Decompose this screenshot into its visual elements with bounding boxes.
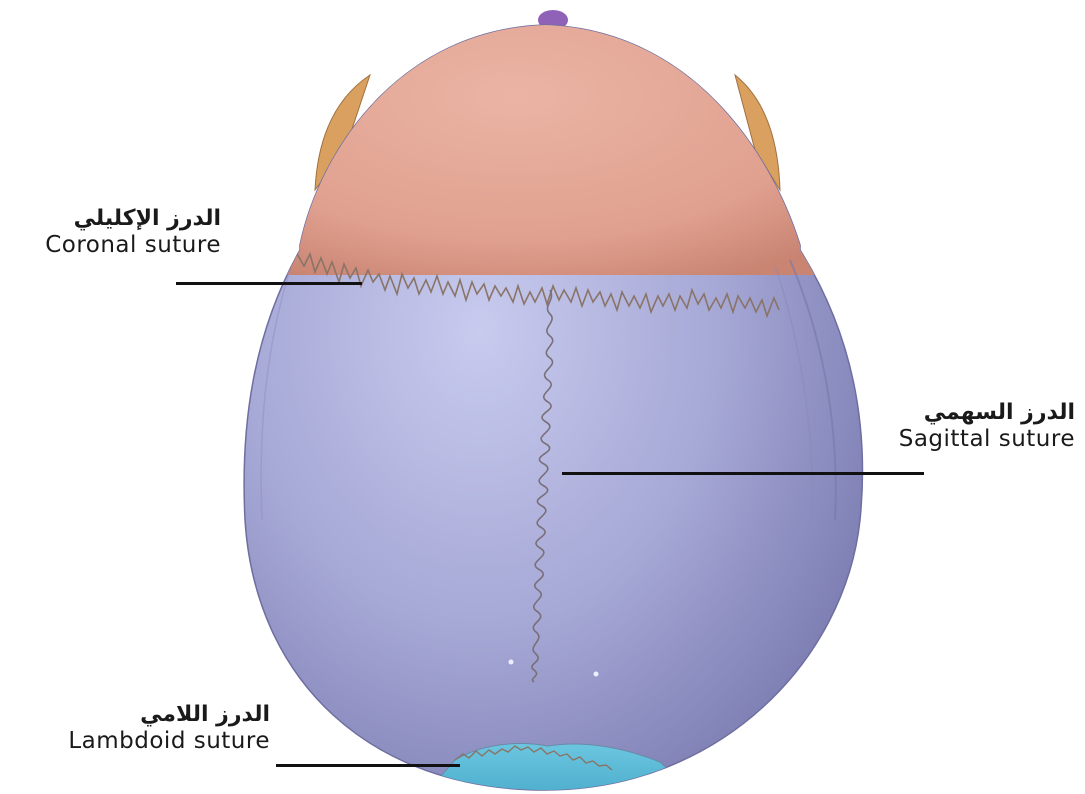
sagittal-suture-label: الدرز السهمي Sagittal suture [835, 400, 1075, 454]
sagittal-suture-arabic: الدرز السهمي [835, 400, 1075, 426]
coronal-suture-arabic: الدرز الإكليلي [6, 206, 221, 232]
lambdoid-leader-line [276, 764, 460, 767]
coronal-suture-label: الدرز الإكليلي Coronal suture [6, 206, 221, 260]
coronal-suture-english: Coronal suture [6, 232, 221, 260]
parietal-foramen-left [509, 660, 514, 665]
sagittal-leader-line [562, 472, 924, 475]
lambdoid-suture-english: Lambdoid suture [30, 728, 270, 756]
lambdoid-suture-arabic: الدرز اللامي [30, 702, 270, 728]
coronal-leader-line [176, 282, 362, 285]
lambdoid-suture-label: الدرز اللامي Lambdoid suture [30, 702, 270, 756]
parietal-foramen-right [594, 672, 599, 677]
sagittal-suture-english: Sagittal suture [835, 426, 1075, 454]
